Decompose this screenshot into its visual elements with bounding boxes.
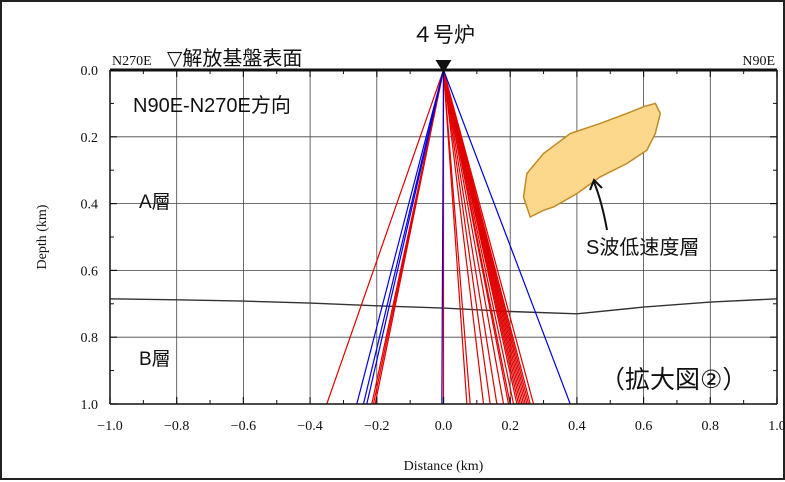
x-tick-label: −0.4 (297, 419, 322, 434)
x-tick-label: −0.2 (364, 419, 389, 434)
x-axis-title: Distance (km) (404, 459, 484, 474)
layer-a-label: A層 (139, 192, 171, 213)
red-ray (444, 70, 504, 404)
blue-ray (367, 70, 444, 404)
x-tick-label: 0.0 (435, 419, 453, 434)
zoom-label: （拡大図②） (600, 366, 747, 394)
n270e-label: N270E (112, 54, 152, 69)
surface-label: ▽解放基盤表面 (167, 47, 302, 70)
leader-line (594, 182, 607, 230)
y-tick-label: 0.6 (81, 264, 99, 279)
x-tick-label: −0.6 (231, 419, 256, 434)
y-tick-label: 0.0 (81, 64, 99, 79)
x-tick-label: 1.0 (768, 419, 785, 434)
low-velocity-zone-label: S波低速度層 (586, 236, 699, 259)
layer-b-label: B層 (139, 349, 171, 370)
low-velocity-zone-layer (524, 103, 661, 217)
x-tick-label: −1.0 (97, 419, 122, 434)
y-tick-label: 0.4 (81, 198, 99, 213)
blue-ray (357, 70, 444, 404)
ray-layer (327, 70, 570, 404)
direction-label: N90E-N270E方向 (133, 94, 291, 117)
y-tick-label: 0.2 (81, 131, 99, 146)
y-tick-label: 0.8 (81, 331, 99, 346)
x-tick-label: 0.4 (568, 419, 586, 434)
n90e-label: N90E (742, 54, 775, 69)
x-tick-label: 0.8 (702, 419, 720, 434)
x-tick-label: 0.2 (501, 419, 519, 434)
reactor-label: ４号炉 (412, 24, 475, 47)
low-velocity-zone (524, 103, 661, 217)
y-axis-title: Depth (km) (35, 204, 50, 269)
x-tick-label: 0.6 (635, 419, 653, 434)
x-tick-label: −0.8 (164, 419, 189, 434)
y-tick-label: 1.0 (81, 398, 99, 413)
